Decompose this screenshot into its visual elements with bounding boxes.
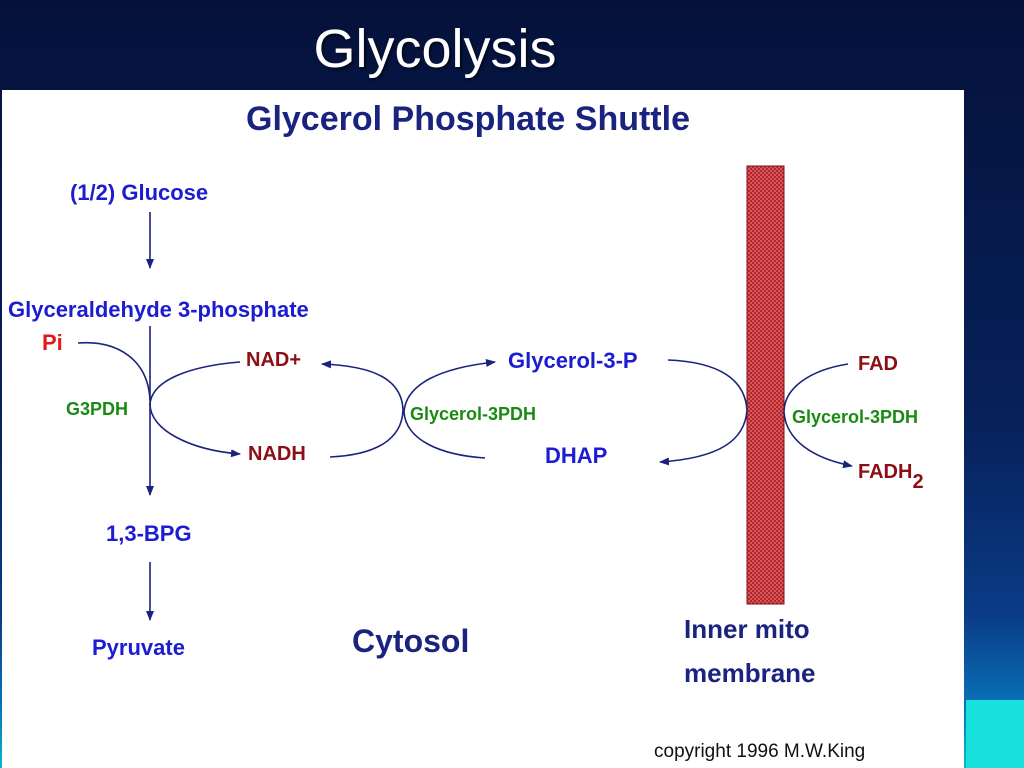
glycerol3pdh-cytosol-label: Glycerol-3PDH [410, 404, 536, 424]
nad-plus-label: NAD+ [246, 349, 301, 371]
glycerol3p-label: Glycerol-3-P [508, 348, 638, 373]
nad-to-nadh-curve [149, 361, 241, 458]
pi-label: Pi [42, 330, 63, 355]
g3pdh-label: G3PDH [66, 399, 128, 419]
slide-title: Glycolysis [313, 19, 557, 79]
glycerol3p-to-dhap-curve [659, 359, 748, 466]
glycerol3pdh-mito-label: Glycerol-3PDH [792, 407, 918, 427]
inner-mito-membrane [746, 165, 785, 605]
fadh2-label: FADH2 [858, 461, 924, 493]
pyruvate-label: Pyruvate [92, 635, 185, 660]
dhap-to-glycerol3p-curve [403, 359, 496, 459]
g3p-label: Glyceraldehyde 3-phosphate [8, 297, 309, 322]
membrane-label-line2: membrane [684, 658, 816, 688]
pi-input-curve [77, 341, 151, 401]
nadh-label: NADH [248, 443, 306, 465]
accent-bar [966, 700, 1024, 768]
fadh2-subscript: 2 [912, 471, 923, 493]
bpg-label: 1,3-BPG [106, 521, 192, 546]
diagram-title: Glycerol Phosphate Shuttle [246, 100, 690, 138]
cytosol-label: Cytosol [352, 623, 469, 659]
dhap-label: DHAP [545, 443, 607, 468]
copyright-text: copyright 1996 M.W.King [654, 741, 865, 762]
diagram-panel [2, 90, 964, 768]
nadh-to-nad-curve [321, 360, 404, 458]
fad-to-fadh2-curve [783, 363, 853, 469]
glucose-label: (1/2) Glucose [70, 180, 208, 205]
fad-label: FAD [858, 353, 898, 375]
membrane-label-line1: Inner mito [684, 614, 810, 644]
